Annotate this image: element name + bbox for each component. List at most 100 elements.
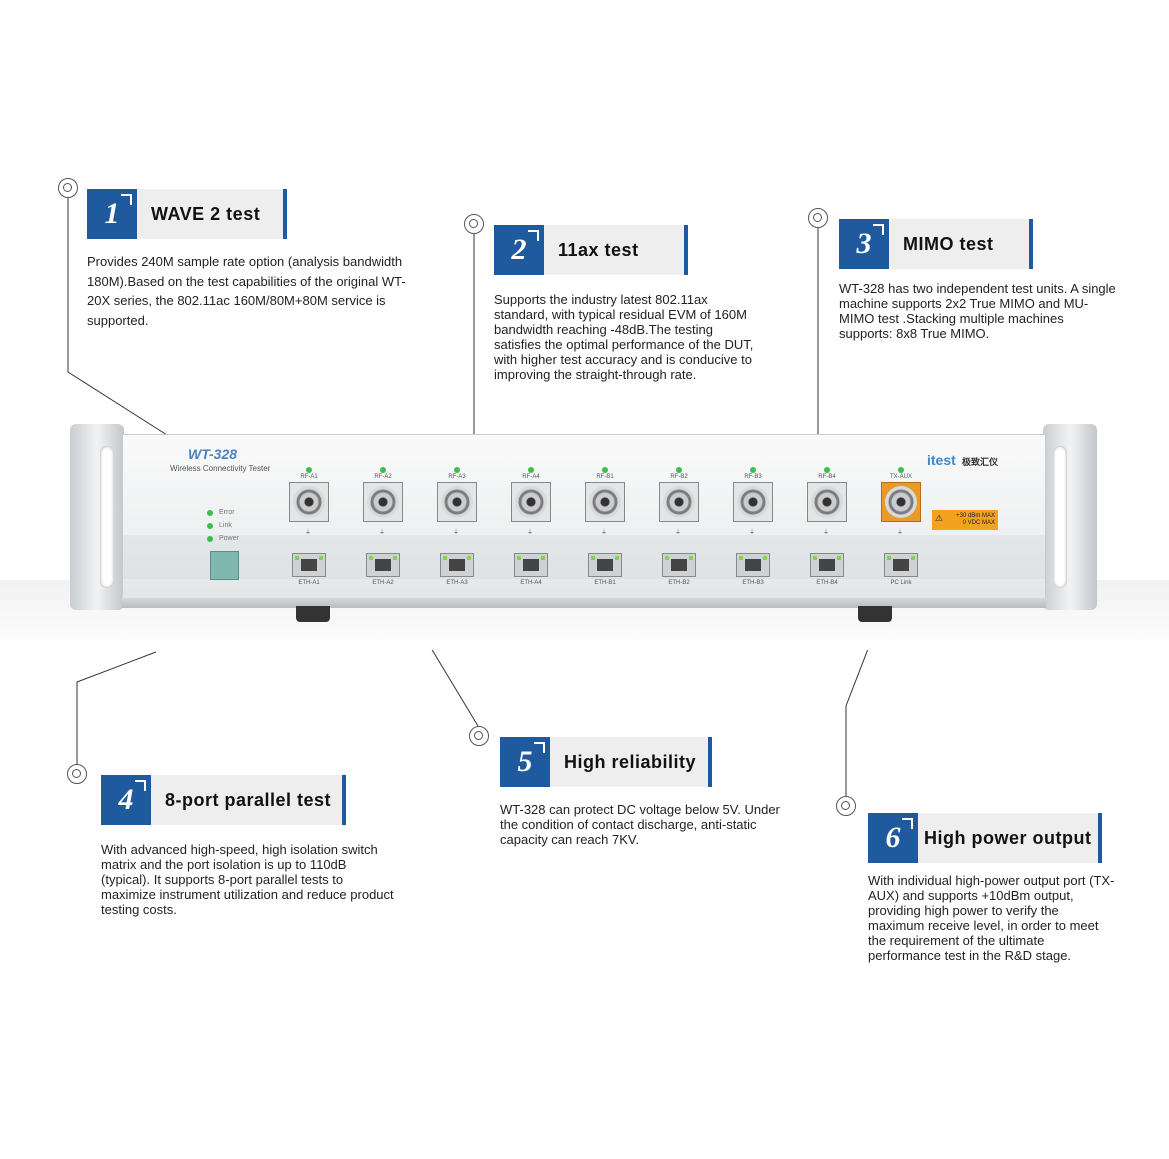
callout-1-number: 1 xyxy=(87,189,137,239)
callout-3-description: WT-328 has two independent test units. A… xyxy=(839,281,1116,341)
rf-port-label: RF-B3 xyxy=(744,474,762,480)
brand-logo-cn: 极致汇仪 xyxy=(962,457,999,467)
port-led xyxy=(528,467,534,473)
ground-icon: ⏚ xyxy=(822,530,829,536)
port-led xyxy=(306,467,312,473)
rf-port-label: RF-A1 xyxy=(300,474,318,480)
eth-port-eth-a4[interactable]: ETH-A4 xyxy=(514,553,548,586)
device-foot-right xyxy=(858,606,892,622)
warning-icon: ⚠ xyxy=(935,513,944,523)
callout-4-number: 4 xyxy=(101,775,151,825)
ground-icon: ⏚ xyxy=(674,530,681,536)
eth-led xyxy=(739,556,743,560)
callout-5-description: WT-328 can protect DC voltage below 5V. … xyxy=(500,802,780,847)
rf-port-rf-a2[interactable]: RF-A2 ⏚ xyxy=(363,465,403,536)
eth-led xyxy=(615,556,619,560)
eth-port-eth-b2[interactable]: ETH-B2 xyxy=(662,553,696,586)
port-led xyxy=(602,467,608,473)
status-led-error: Error xyxy=(207,509,235,516)
callout-1-marker xyxy=(58,178,78,198)
eth-led xyxy=(813,556,817,560)
ground-icon: ⏚ xyxy=(378,530,385,536)
eth-led xyxy=(467,556,471,560)
callout-3-marker xyxy=(808,208,828,228)
rf-port-label: RF-B2 xyxy=(670,474,688,480)
callout-4-marker xyxy=(67,764,87,784)
eth-led xyxy=(319,556,323,560)
port-led xyxy=(824,467,830,473)
power-button[interactable] xyxy=(210,551,239,580)
callout-6-marker xyxy=(836,796,856,816)
left-rack-handle xyxy=(70,424,124,610)
device-model: WT-328 xyxy=(188,446,238,462)
rf-connector-icon xyxy=(885,486,917,518)
rf-port-rf-b1[interactable]: RF-B1⏚ xyxy=(585,465,625,536)
rf-port-label: RF-B4 xyxy=(818,474,836,480)
ethernet-jack-icon xyxy=(736,553,770,577)
rf-port-rf-b3[interactable]: RF-B3 ⏚ xyxy=(733,465,773,536)
callout-5-marker xyxy=(469,726,489,746)
brand-logo: itest xyxy=(927,452,956,468)
ground-icon: ⏚ xyxy=(748,530,755,536)
callout-5-title: High reliability xyxy=(550,737,712,787)
status-led-link: Link xyxy=(207,522,232,529)
eth-port-label: ETH-A4 xyxy=(520,580,542,586)
ground-icon: ⏚ xyxy=(304,530,311,536)
rf-port-rf-b2[interactable]: RF-B2 ⏚ xyxy=(659,465,699,536)
device-subtitle: Wireless Connectivity Tester xyxy=(170,464,271,473)
eth-led xyxy=(911,556,915,560)
callout-5-number: 5 xyxy=(500,737,550,787)
callout-2-title: 11ax test xyxy=(544,225,688,275)
eth-port-label: ETH-A3 xyxy=(446,580,468,586)
ground-icon: ⏚ xyxy=(452,530,459,536)
rf-port-label: RF-A2 xyxy=(374,474,392,480)
device-foot-left xyxy=(296,606,330,622)
eth-port-eth-b1[interactable]: ETH-B1 xyxy=(588,553,622,586)
callout-2-number: 2 xyxy=(494,225,544,275)
callout-6-header: 6 High power output xyxy=(868,813,1102,863)
rf-port-tx-aux[interactable]: TX-AUX⏚ xyxy=(881,465,921,536)
eth-port-label: ETH-A2 xyxy=(372,580,394,586)
eth-port-label: ETH-B2 xyxy=(668,580,690,586)
port-led xyxy=(454,467,460,473)
eth-port-label: ETH-B3 xyxy=(742,580,764,586)
ground-icon: ⏚ xyxy=(526,530,533,536)
callout-6-number: 6 xyxy=(868,813,918,863)
callout-6-description: With individual high-power output port (… xyxy=(868,873,1115,963)
rf-port-rf-a1[interactable]: RF-A1 ⏚ xyxy=(289,465,329,536)
callout-1-header: 1 WAVE 2 test xyxy=(87,189,287,239)
rf-connector-icon xyxy=(663,486,695,518)
eth-port-eth-b3[interactable]: ETH-B3 xyxy=(736,553,770,586)
callout-4-description: With advanced high-speed, high isolation… xyxy=(101,842,394,917)
rf-port-label: TX-AUX xyxy=(889,474,912,480)
callout-6-title: High power output xyxy=(918,813,1102,863)
eth-led xyxy=(689,556,693,560)
rf-port-rf-a4[interactable]: RF-A4 ⏚ xyxy=(511,465,551,536)
ground-icon: ⏚ xyxy=(600,530,607,536)
eth-port-eth-b4[interactable]: ETH-B4 xyxy=(810,553,844,586)
eth-port-eth-a2[interactable]: ETH-A2 xyxy=(366,553,400,586)
eth-led xyxy=(591,556,595,560)
eth-led xyxy=(517,556,521,560)
port-led xyxy=(898,467,904,473)
rf-port-label: RF-A4 xyxy=(522,474,540,480)
eth-led xyxy=(887,556,891,560)
eth-port-eth-a1[interactable]: ETH-A1 xyxy=(292,553,326,586)
eth-port-eth-a3[interactable]: ETH-A3 xyxy=(440,553,474,586)
rf-connector-icon xyxy=(293,486,325,518)
rf-port-rf-b4[interactable]: RF-B4 ⏚ xyxy=(807,465,847,536)
eth-port-label: ETH-A1 xyxy=(298,580,320,586)
port-led xyxy=(676,467,682,473)
eth-led xyxy=(665,556,669,560)
callout-4-header: 4 8-port parallel test xyxy=(101,775,346,825)
eth-led xyxy=(295,556,299,560)
rf-connector-icon xyxy=(811,486,843,518)
warning-label: ⚠ +30 dBm MAX 0 VDC MAX xyxy=(932,510,998,530)
warning-line-1: +30 dBm MAX xyxy=(956,513,995,519)
callout-2-description: Supports the industry latest 802.11ax st… xyxy=(494,292,754,382)
callout-4-title: 8-port parallel test xyxy=(151,775,346,825)
eth-port-pc-link[interactable]: PC Link xyxy=(884,553,918,586)
rf-port-rf-a3[interactable]: RF-A3⏚ xyxy=(437,465,477,536)
status-led-power: Power xyxy=(207,535,239,542)
rf-connector-icon xyxy=(589,486,621,518)
